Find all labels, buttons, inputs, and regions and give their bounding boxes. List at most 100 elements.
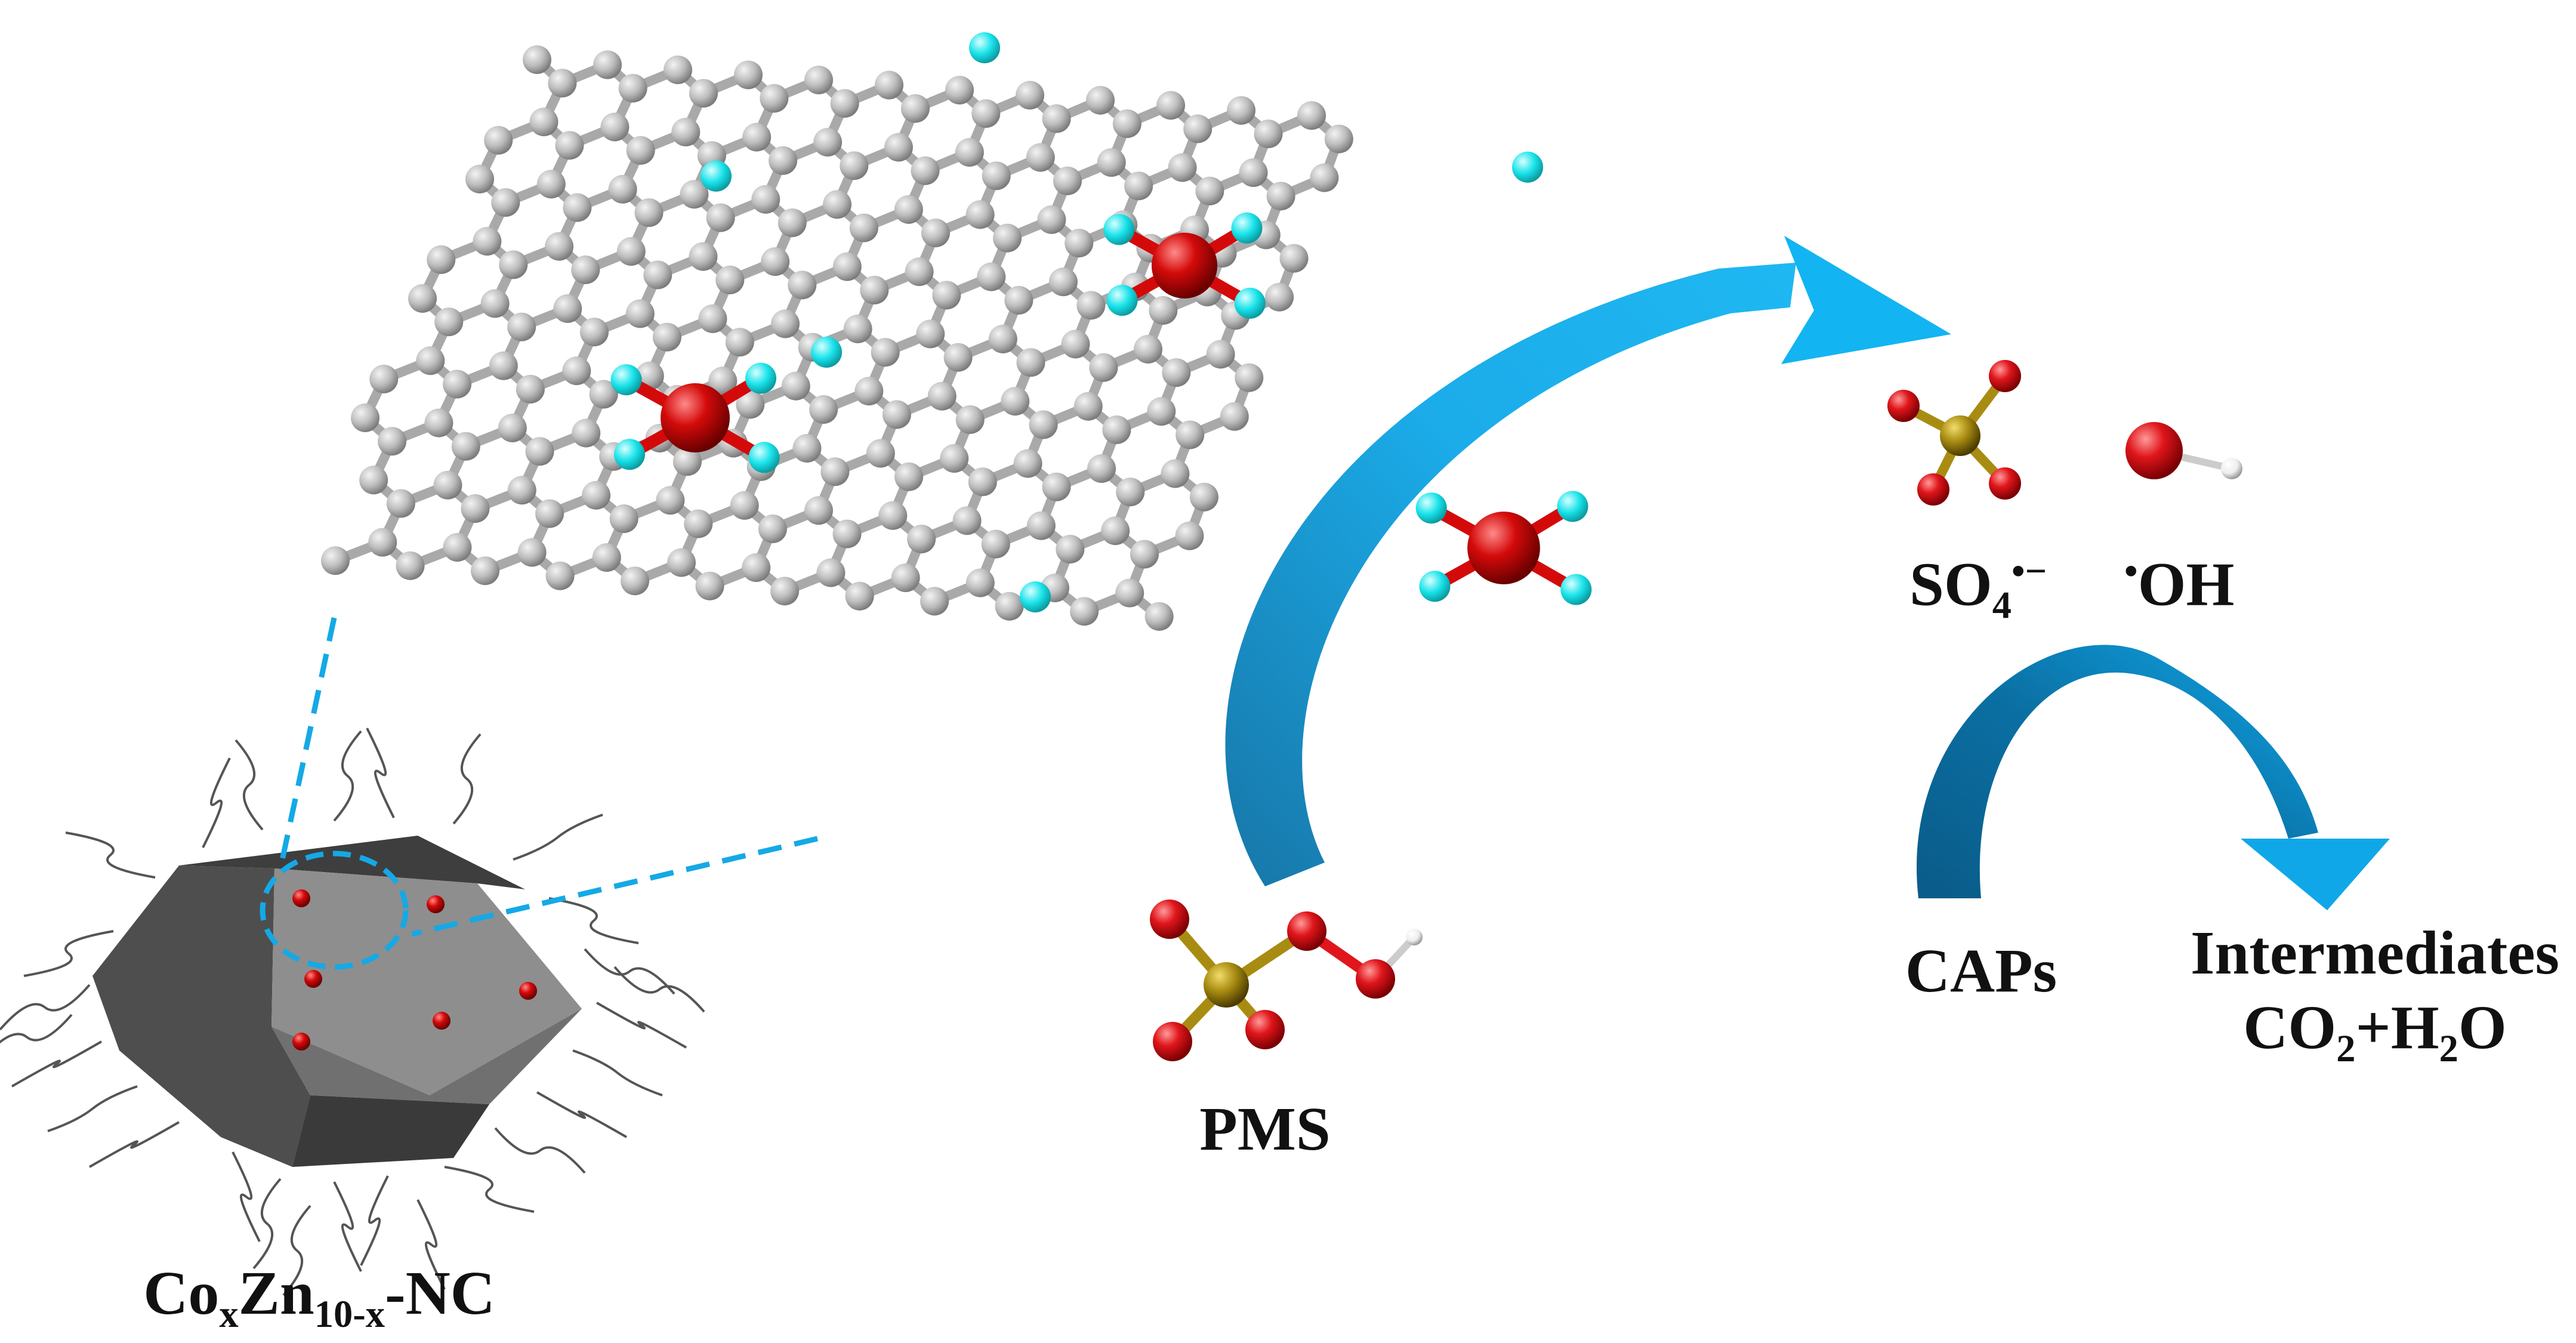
carbon-atom (866, 439, 895, 468)
carbon-atom (943, 343, 973, 372)
carbon-atom (1254, 119, 1283, 149)
carbon-atom (667, 548, 696, 577)
carbon-atom (695, 571, 724, 600)
nitrogen-atom (1234, 287, 1266, 319)
carbon-atom (1149, 296, 1178, 325)
ligand-strand (452, 733, 482, 825)
ligand-strand (417, 1199, 446, 1290)
carbon-atom (771, 309, 800, 338)
carbon-atom (832, 252, 862, 281)
nitrogen-atom (969, 32, 1000, 63)
hydrogen-atom (1406, 929, 1423, 945)
nitrogen-atom (1020, 581, 1051, 612)
carbon-atom (932, 281, 961, 310)
carbon-atom (778, 208, 807, 238)
polyhedron-front-face (272, 868, 582, 1095)
oxygen-atom (1887, 390, 1920, 422)
carbon-atom (845, 581, 874, 611)
carbon-atom (698, 304, 727, 333)
carbon-atom (788, 270, 817, 300)
oxygen-atom (2125, 422, 2183, 479)
carbon-atom (875, 70, 903, 100)
carbon-atom (517, 538, 547, 567)
ligand-strand (548, 897, 639, 944)
carbon-atom (369, 365, 399, 393)
ligand-strand (11, 1040, 102, 1088)
carbon-atom (1042, 472, 1071, 501)
carbon-atom (742, 122, 772, 152)
oxygen-atom (1356, 959, 1395, 999)
catalyst-particle (0, 617, 819, 1296)
carbon-atom (1134, 335, 1162, 364)
carbon-atom (804, 66, 833, 94)
carbon-atom (1195, 177, 1224, 205)
sulfate-radical-molecule (1887, 360, 2021, 506)
carbon-atom (1102, 415, 1131, 444)
carbon-atom (1026, 143, 1055, 172)
carbon-atom (971, 99, 1001, 128)
cobalt-site-dot (427, 895, 445, 913)
ligand-strand (65, 831, 156, 879)
carbon-atom (820, 457, 850, 486)
hydroxyl-radical-label: •OH (2124, 550, 2235, 619)
carbon-atom (878, 501, 908, 530)
carbon-atom (616, 237, 646, 266)
carbon-atom (1061, 329, 1090, 359)
cobalt-site-dot (433, 1012, 451, 1030)
carbon-atom (427, 245, 456, 274)
cobalt-site-dot (292, 889, 310, 907)
carbon-atom (1168, 153, 1197, 182)
ligand-strand (0, 984, 91, 1031)
carbon-atom (907, 525, 936, 553)
carbon-atom (424, 408, 454, 438)
ligand-strand (333, 730, 362, 822)
carbon-atom (600, 112, 630, 141)
oxygen-atom (1150, 900, 1189, 939)
carbon-atom (664, 56, 692, 84)
carbon-atom (1175, 521, 1204, 550)
nitrogen-atom (1557, 491, 1588, 522)
carbon-atom (408, 284, 437, 313)
carbon-atom (1265, 282, 1294, 312)
carbon-atom (1220, 402, 1249, 431)
carbon-atom (563, 193, 592, 222)
carbon-atom (965, 568, 995, 597)
carbon-atom (1161, 459, 1190, 488)
sulfate-radical-label: SO4•− (1909, 550, 2047, 627)
carbon-atom (1162, 358, 1191, 387)
polyhedron-left-face (92, 865, 310, 1167)
carbon-atom (1156, 91, 1185, 120)
carbon-atom (940, 444, 969, 473)
carbon-atom (396, 551, 425, 580)
carbon-atom (830, 89, 859, 118)
carbon-atom (921, 218, 950, 248)
carbon-atom (498, 414, 527, 442)
nitrogen-atom (1231, 212, 1263, 244)
cobalt-site-dot (304, 970, 322, 988)
ligand-strand (47, 1085, 138, 1132)
carbon-atom (965, 200, 995, 229)
carbon-atom (982, 161, 1011, 190)
carbon-atom (823, 190, 852, 219)
carbon-atom (593, 50, 622, 79)
ligand-strand (572, 1049, 663, 1096)
cobalt-site-dot (519, 982, 537, 1000)
carbon-atom (792, 434, 822, 463)
ligand-strand (232, 1151, 261, 1242)
carbon-atom (871, 338, 900, 367)
carbon-atom (625, 299, 655, 328)
carbon-atom (1324, 124, 1353, 153)
carbon-atom (618, 73, 647, 103)
carbon-atom (523, 45, 551, 74)
carbon-atom (736, 390, 765, 419)
nitrogen-atom (745, 362, 776, 394)
polyhedron-lower-face (272, 1009, 582, 1104)
nitrogen-atom (1419, 571, 1451, 602)
ligand-strand (613, 966, 705, 1013)
cobalt-atom (1467, 512, 1540, 584)
zoom-line-left (277, 617, 337, 869)
carbon-atom (1279, 244, 1309, 273)
carbon-atom (320, 546, 350, 575)
carbon-atom (761, 247, 790, 276)
carbon-atom (553, 294, 582, 323)
